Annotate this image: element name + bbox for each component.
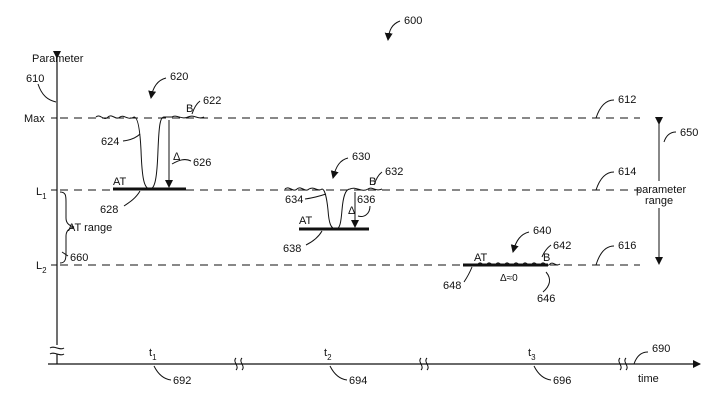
event-640-at-leader (464, 267, 472, 282)
y-axis-break (50, 347, 64, 355)
event-630-dip-ref: 634 (285, 194, 303, 206)
event-630-delta: Δ (348, 205, 356, 217)
time-mark-t3: t3 696 (528, 347, 571, 387)
event-640-arrow (513, 232, 529, 252)
parameter-range-ref-leader (664, 132, 676, 142)
event-620-delta-ref: 626 (193, 157, 211, 169)
time-mark-t2: t2 694 (324, 347, 367, 387)
y-axis-label: Parameter (32, 53, 84, 65)
time-t2-leader (330, 366, 347, 380)
event-630-dip-leader (305, 194, 326, 199)
x-axis-ref: 690 (652, 343, 670, 355)
event-630-at-ref: 638 (283, 243, 301, 255)
time-t2-ref: 694 (349, 375, 367, 387)
event-620-dip-ref: 624 (101, 136, 119, 148)
l2-level-label: L2 (36, 260, 47, 275)
max-level-ref-leader (596, 100, 614, 118)
at-range-ref: 660 (70, 252, 88, 264)
figure-ref-arrow (388, 21, 400, 40)
event-630-at-label: AT (299, 215, 313, 227)
event-630-delta-ref: 636 (357, 194, 375, 206)
event-640-delta-ref: 646 (537, 293, 555, 305)
y-axis-leader (38, 84, 56, 102)
max-level-ref: 612 (618, 94, 636, 106)
event-620-at-label: AT (113, 176, 127, 188)
l2-level-ref-leader (596, 246, 614, 265)
time-t3-ref: 696 (553, 375, 571, 387)
event-640-delta-leader (543, 272, 550, 292)
event-620-at-leader (124, 191, 140, 206)
event-620-b-ref: 622 (203, 95, 221, 107)
event-630-b-ref: 632 (385, 166, 403, 178)
y-axis-ref: 610 (26, 73, 44, 85)
event-640-at-label: AT (474, 252, 488, 264)
event-640-at-ref: 648 (443, 280, 461, 292)
event-640-b-ref: 642 (553, 240, 571, 252)
time-t2-label: t2 (324, 347, 332, 362)
time-t3-label: t3 (528, 347, 536, 362)
event-630-arrow (333, 158, 348, 178)
time-t1-leader (154, 366, 171, 380)
event-630: 630 Δ B 632 634 636 AT 638 (283, 151, 403, 255)
event-630-at-leader (306, 231, 322, 245)
parameter-range-ref: 650 (680, 127, 698, 139)
event-620-at-ref: 628 (100, 204, 118, 216)
at-range-label: AT range (68, 222, 112, 234)
x-axis-label: time (638, 373, 659, 385)
figure-ref: 600 (404, 15, 422, 27)
max-level-label: Max (24, 113, 45, 125)
event-620: 620 Δ B 622 624 626 AT 628 (96, 71, 221, 216)
l1-level-ref: 614 (618, 166, 636, 178)
parameter-range-line2: range (645, 195, 673, 207)
l1-level-label: L1 (36, 186, 47, 201)
event-630-ref: 630 (352, 151, 370, 163)
time-mark-t1: t1 692 (149, 347, 191, 387)
l1-level-ref-leader (596, 172, 614, 190)
event-620-dip-leader (123, 134, 140, 141)
time-t1-label: t1 (149, 347, 157, 362)
event-630-delta-leader (358, 206, 370, 217)
event-620-ref: 620 (170, 71, 188, 83)
event-640-delta: Δ≈0 (500, 273, 518, 284)
event-640-ref: 640 (533, 225, 551, 237)
time-t3-leader (534, 366, 551, 380)
event-620-arrow (151, 78, 166, 98)
x-axis-leader (634, 352, 648, 364)
l2-level-ref: 616 (618, 240, 636, 252)
at-range-ref-leader (62, 252, 68, 256)
event-640-b-label: B (543, 252, 550, 264)
time-t1-ref: 692 (173, 375, 191, 387)
